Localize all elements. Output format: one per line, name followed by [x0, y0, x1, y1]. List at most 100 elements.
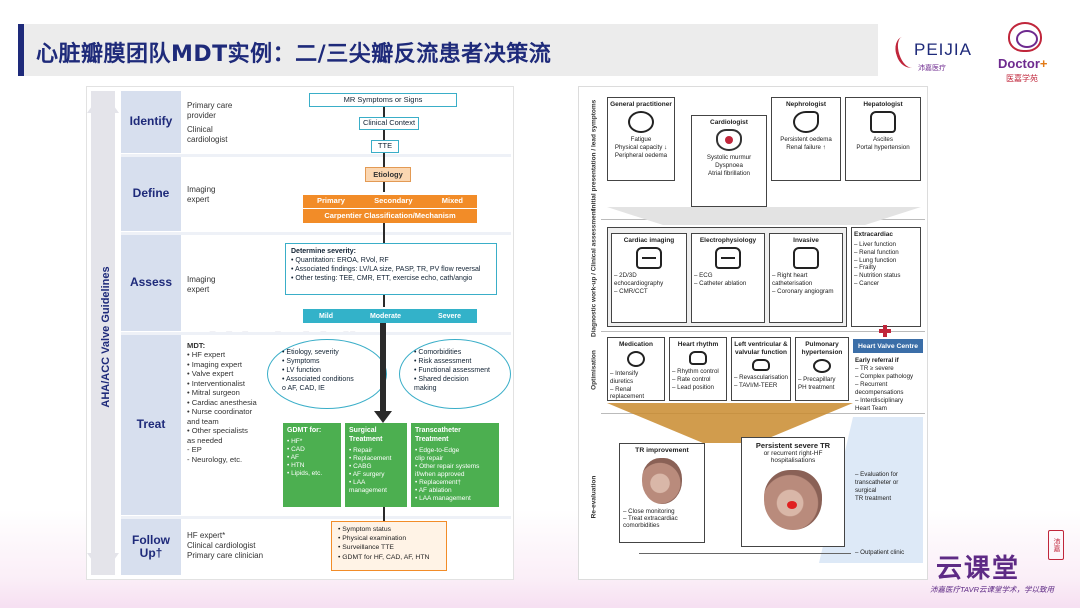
medication-card: Medication – Intensify diuretics– Renal …: [607, 337, 665, 401]
follow-arrow-line: [639, 553, 851, 555]
gp-doctor-icon: [628, 111, 654, 134]
heart-tr-illustration-icon: [764, 470, 822, 530]
doctor-logo-wordmark: Doctor+: [998, 56, 1048, 71]
heart-illustration-icon: [642, 458, 682, 504]
severity-grade-bar: Mild Moderate Severe: [303, 309, 477, 323]
arrow-up-icon: [87, 91, 119, 113]
cardiac-imaging-card: Cardiac imaging – 2D/3D echocardiography…: [611, 233, 687, 323]
clinical-context-box: Clinical Context: [359, 117, 419, 130]
connector-line: [383, 153, 385, 167]
pills-icon: [627, 351, 645, 368]
stage-name-assess: Assess: [121, 235, 181, 331]
early-referral-list: Early referral if – TR ≥ severe– Complex…: [855, 357, 914, 413]
row-divider: [121, 232, 511, 235]
row-divider: [121, 516, 511, 519]
invasive-card: Invasive – Right heart catheterisation– …: [769, 233, 843, 323]
cardiologist-heart-icon: [716, 129, 742, 152]
stage-name-treat: Treat: [121, 335, 181, 515]
optimisation-funnel-icon: [607, 403, 853, 443]
connector-line: [383, 507, 385, 521]
stage-name-identify: Identify: [121, 91, 181, 153]
connector-line: [383, 107, 385, 117]
doctor-head-icon: [1008, 22, 1042, 52]
referral-highlight-shape: [819, 417, 923, 563]
heart-valve-centre-label: Heart Valve Centre: [853, 339, 923, 353]
funnel-arrow-icon: [607, 207, 921, 225]
transcatheter-treatment-box: Transcatheter Treatment • Edge-to-Edge c…: [411, 423, 499, 507]
page-title: 心脏瓣膜团队MDT实例：二/三尖瓣反流患者决策流: [36, 42, 552, 67]
guideline-arrow: AHA/ACC Valve Guidelines: [87, 91, 119, 575]
evaluation-list: – Evaluation for transcatheter or surgic…: [855, 471, 899, 503]
tte-box: TTE: [371, 140, 399, 153]
peijia-logo: PEIJIA 沛嘉医疗: [891, 28, 988, 76]
imaging-device-icon: [636, 247, 662, 270]
heart-rhythm-card: Heart rhythm – Rhythm control– Rate cont…: [669, 337, 727, 401]
kidney-icon: [793, 111, 819, 134]
pulmonary-hypertension-card: Pulmonary hypertension – Precapillary PH…: [795, 337, 849, 401]
stage-name-define: Define: [121, 157, 181, 231]
patient-factors-ellipse: • Comorbidities• Risk assessment• Functi…: [399, 339, 511, 409]
primary-label: Primary: [317, 196, 345, 206]
medical-cross-icon: [879, 325, 891, 337]
carpentier-box: Carpentier Classification/Mechanism: [303, 209, 477, 223]
valve-icon: [752, 359, 770, 372]
stage-follow-up: Follow Up† HF expert*Clinical cardiologi…: [121, 519, 511, 575]
clinical-factors-ellipse: • Etiology, severity• Symptoms• LV funct…: [267, 339, 387, 409]
severity-box: Determine severity: • Quantitation: EROA…: [285, 243, 497, 295]
liver-icon: [870, 111, 896, 134]
etiology-types-bar: Primary Secondary Mixed: [303, 195, 477, 208]
outpatient-clinic-label: – Outpatient clinic: [855, 549, 905, 556]
section-divider: [601, 331, 925, 332]
surgical-treatment-box: Surgical Treatment • Repair• Replacement…: [345, 423, 407, 507]
ecg-icon: [715, 247, 741, 270]
tr-improvement-card: TR improvement – Close monitoring – Trea…: [619, 443, 705, 543]
guideline-side-label: AHA/ACC Valve Guidelines: [100, 266, 112, 408]
lv-function-card: Left ventricular & valvular function – R…: [731, 337, 791, 401]
side-label-reevaluation: Re-evaluation: [590, 475, 598, 519]
catheter-icon: [793, 247, 819, 270]
lungs-icon: [813, 359, 831, 374]
etiology-box: Etiology: [365, 167, 411, 182]
persistent-tr-card: Persistent severe TR or recurrent right-…: [741, 437, 845, 547]
extracardiac-card: Extracardiac – Liver function– Renal fun…: [851, 227, 921, 327]
follow-up-box: • Symptom status• Physical examination• …: [331, 521, 447, 571]
stage-name-follow-up: Follow Up†: [121, 519, 181, 575]
rhythm-icon: [689, 351, 707, 366]
arrow-down-icon: [87, 553, 119, 575]
treat-roles: MDT: • HF expert• Imaging expert• Valve …: [187, 341, 257, 464]
row-divider: [121, 154, 511, 157]
aha-acc-flowchart: PEIJIA AHA/ACC Valve Guidelines Identify…: [86, 86, 514, 580]
brand-seal: 沛嘉: [1048, 530, 1064, 560]
mild-label: Mild: [319, 312, 333, 320]
severe-label: Severe: [438, 312, 461, 320]
row-divider: [121, 332, 511, 335]
brand-slogan: 沛嘉医疗TAVR云课堂学术，学以致用: [930, 585, 1055, 594]
connector-line: [383, 130, 385, 140]
yunketang-logo: 云课堂: [936, 554, 1021, 584]
mr-symptoms-box: MR Symptoms or Signs: [309, 93, 457, 107]
title-band: [18, 24, 878, 76]
connector-line: [383, 182, 385, 192]
connector-line: [383, 223, 385, 243]
side-label-initial: Initial presentation / lead symptoms: [590, 99, 598, 211]
gdmt-box: GDMT for: • HF*• CAD• AF• HTN• Lipids, e…: [283, 423, 341, 507]
moderate-label: Moderate: [369, 312, 402, 320]
title-accent-bar: [18, 24, 24, 76]
secondary-label: Secondary: [374, 196, 413, 206]
doctor-logo-subtitle: 医嘉学苑: [1006, 74, 1038, 83]
peijia-logo-subtitle: 沛嘉医疗: [918, 65, 946, 72]
peijia-logo-wordmark: PEIJIA: [914, 40, 972, 59]
down-arrow-icon: [374, 323, 392, 423]
electrophysiology-card: Electrophysiology – ECG– Catheter ablati…: [691, 233, 765, 323]
mixed-label: Mixed: [441, 196, 463, 206]
doctor-plus-logo: Doctor+ 医嘉学苑: [994, 22, 1074, 83]
connector-line: [383, 295, 385, 307]
side-label-optimisation: Optimisation: [590, 350, 598, 390]
